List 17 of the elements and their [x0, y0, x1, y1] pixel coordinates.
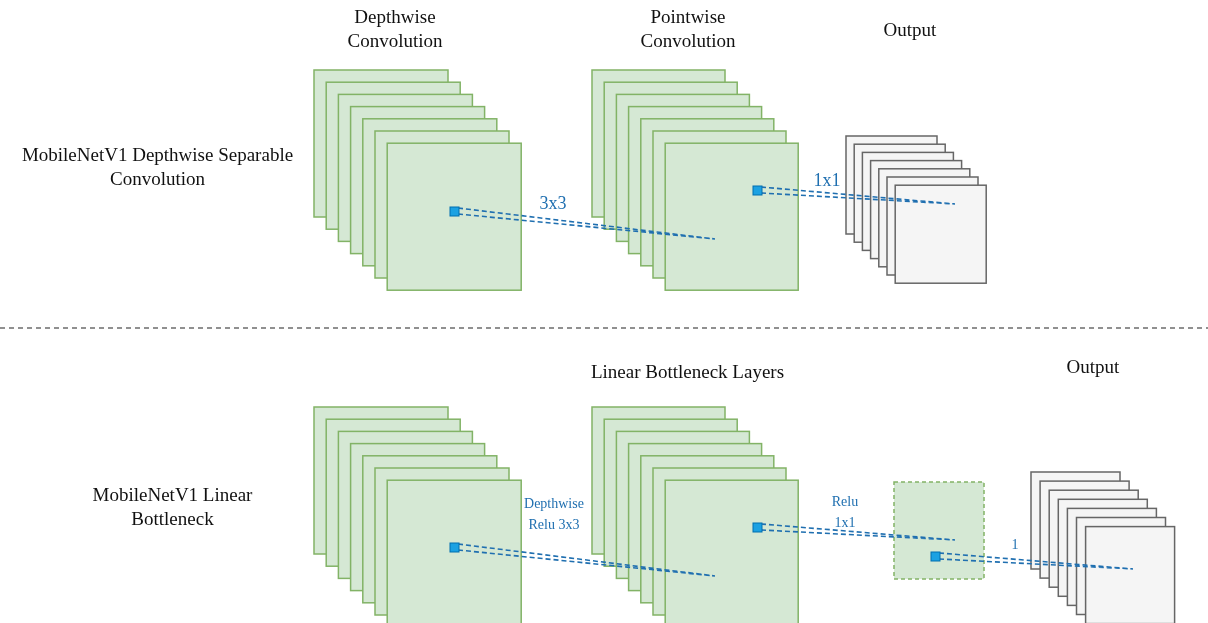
stack-title: Output	[882, 18, 938, 42]
dashed-projection-line	[760, 186, 956, 205]
edge-label: 1x1	[812, 169, 842, 192]
row-label: MobileNetV1 Linear Bottleneck	[91, 483, 254, 531]
stack-title: Output	[1065, 355, 1121, 379]
edge-label: 3x3	[538, 192, 568, 215]
dashed-projection-line	[457, 207, 716, 240]
stack-title: Pointwise Convolution	[639, 5, 737, 53]
stack-title: Depthwise Convolution	[346, 5, 444, 53]
edge-label: Depthwise Relu 3x3	[523, 495, 585, 534]
edge-label: Relu 1x1	[830, 493, 860, 532]
row-label: Linear Bottleneck Layers	[589, 360, 786, 384]
dashed-projection-line	[938, 552, 1134, 570]
edge-label: 1	[1010, 536, 1020, 554]
dashed-projection-line	[457, 543, 716, 577]
dashed-projection-line	[760, 523, 956, 541]
row-label: MobileNetV1 Depthwise Separable Convolution	[20, 143, 295, 191]
